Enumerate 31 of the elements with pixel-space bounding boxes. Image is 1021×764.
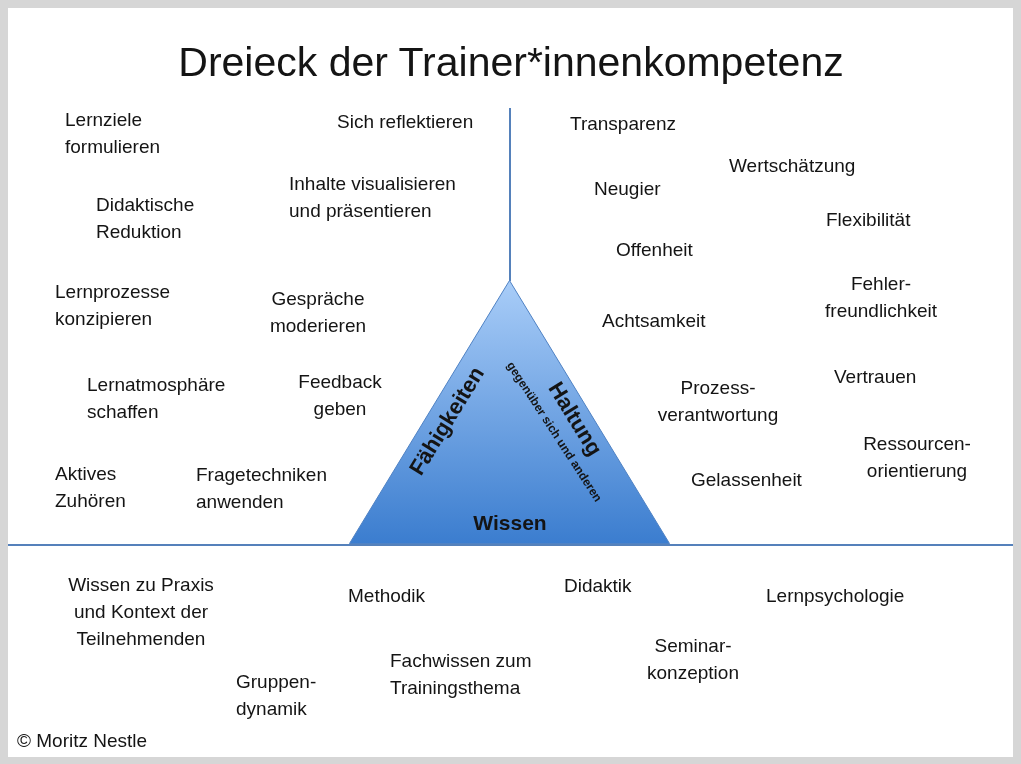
copyright-note: © Moritz Nestle: [17, 729, 148, 753]
term-label: Seminar- konzeption: [647, 634, 739, 685]
term-label: Neugier: [594, 177, 661, 201]
term-label: Gelassenheit: [691, 468, 802, 492]
term-label: Fehler- freundlichkeit: [825, 272, 937, 323]
term-label: Sich reflektieren: [337, 110, 474, 134]
term-label: Wertschätzung: [729, 154, 856, 178]
term-label: Lernpsychologie: [766, 584, 905, 608]
term-label: Flexibilität: [826, 208, 911, 232]
term-label: Aktives Zuhören: [55, 462, 126, 513]
term-label: Ressourcen- orientierung: [863, 432, 971, 483]
term-label: Feedback geben: [298, 370, 382, 421]
term-label: Lernprozesse konzipieren: [55, 280, 171, 331]
term-label: Lernziele formulieren: [65, 108, 161, 159]
term-label: Vertrauen: [834, 365, 917, 389]
base-label: Wissen: [473, 511, 547, 535]
term-label: Prozess- verantwortung: [657, 376, 779, 427]
term-label: Transparenz: [570, 112, 676, 136]
term-label: Methodik: [348, 584, 426, 608]
term-label: Offenheit: [616, 238, 693, 262]
term-label: Didaktische Reduktion: [96, 193, 195, 244]
term-label: Gruppen- dynamik: [236, 670, 317, 721]
term-label: Inhalte visualisieren und präsentieren: [289, 172, 456, 223]
title: Dreieck der Trainer*innenkompetenz: [178, 39, 844, 87]
term-label: Gespräche moderieren: [269, 287, 367, 338]
term-label: Didaktik: [564, 574, 632, 598]
term-label: Fachwissen zum Trainingsthema: [390, 649, 532, 700]
term-label: Achtsamkeit: [602, 309, 706, 333]
term-label: Wissen zu Praxis und Kontext der Teilnehmenden: [68, 573, 214, 651]
term-label: Lernatmosphäre schaffen: [87, 373, 226, 424]
term-label: Fragetechniken anwenden: [196, 463, 327, 514]
